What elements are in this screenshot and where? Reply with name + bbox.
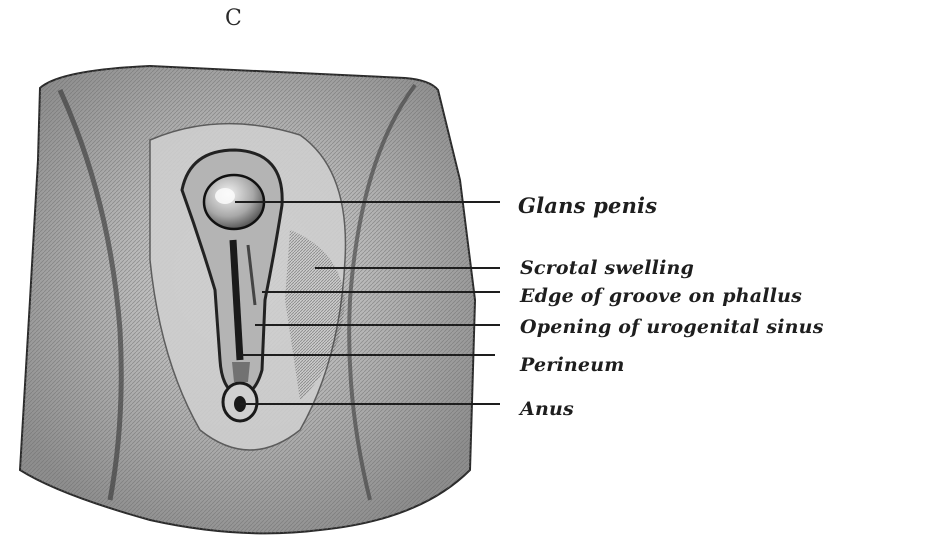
- label-perineum: Perineum: [520, 354, 625, 376]
- label-opening-urogenital-sinus: Opening of urogenital sinus: [520, 316, 824, 338]
- label-edge-of-groove: Edge of groove on phallus: [520, 285, 802, 307]
- label-scrotal-swelling: Scrotal swelling: [520, 257, 694, 279]
- label-glans-penis: Glans penis: [518, 193, 657, 218]
- perineum: [232, 362, 250, 382]
- label-anus: Anus: [520, 398, 574, 420]
